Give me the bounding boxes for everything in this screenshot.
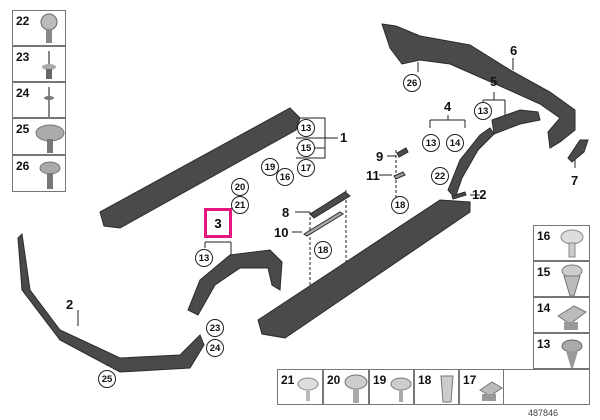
expansion-rivet-icon [561, 264, 583, 297]
callout-16[interactable]: 16 [276, 168, 294, 186]
rivet-icon [44, 87, 54, 117]
callout-26[interactable]: 26 [403, 74, 421, 92]
legend-item-15[interactable]: 15 [533, 261, 590, 297]
legend-arrow-cell [504, 369, 590, 405]
part-label-1[interactable]: 1 [340, 130, 348, 145]
legend-item-22[interactable]: 22 [12, 10, 66, 46]
clip-9 [396, 147, 409, 158]
legend-item-23[interactable]: 23 [12, 46, 66, 82]
bolt-washer-icon [42, 51, 56, 79]
legend-item-26[interactable]: 26 [12, 155, 66, 192]
clip-icon [440, 375, 454, 403]
legend-number: 15 [537, 265, 551, 279]
legend-number: 14 [537, 301, 551, 315]
clip-nut-icon [557, 305, 587, 330]
legend-number: 17 [463, 373, 477, 387]
side-skirt-lower [257, 199, 471, 339]
legend-number: 18 [418, 373, 432, 387]
callout-15[interactable]: 15 [297, 139, 315, 157]
legend-number: 23 [16, 50, 30, 64]
callout-21[interactable]: 21 [231, 196, 249, 214]
rear-arch-5 [491, 109, 541, 135]
part-label-12[interactable]: 12 [472, 187, 487, 202]
clip-nut-icon [479, 381, 503, 401]
clip-icon [560, 229, 584, 258]
callout-25[interactable]: 25 [98, 370, 116, 388]
legend-number: 22 [16, 14, 30, 28]
bracket-7 [567, 139, 589, 163]
part-label-2[interactable]: 2 [66, 297, 74, 312]
callout-17[interactable]: 17 [297, 159, 315, 177]
legend-item-14[interactable]: 14 [533, 297, 590, 333]
legend-item-20[interactable]: 20 [323, 369, 369, 405]
part-label-3-highlighted[interactable]: 3 [204, 208, 232, 238]
callout-24[interactable]: 24 [206, 339, 224, 357]
callout-20[interactable]: 20 [231, 178, 249, 196]
leader-lines [77, 58, 576, 366]
callout-13[interactable]: 13 [474, 102, 492, 120]
strip-10 [303, 211, 344, 237]
wide-screw-icon [35, 124, 65, 153]
callout-22[interactable]: 22 [431, 167, 449, 185]
screw-icon [344, 374, 368, 403]
legend-item-19[interactable]: 19 [369, 369, 414, 405]
callout-18[interactable]: 18 [314, 241, 332, 259]
legend-number: 21 [281, 373, 295, 387]
part-label-7[interactable]: 7 [571, 173, 579, 188]
legend-number: 26 [16, 159, 30, 173]
part-label-11[interactable]: 11 [366, 168, 380, 183]
legend-item-21[interactable]: 21 [277, 369, 323, 405]
legend-number: 24 [16, 86, 30, 100]
screw-icon [390, 377, 412, 402]
side-skirt-upper [99, 107, 301, 229]
callout-23[interactable]: 23 [206, 319, 224, 337]
callout-14[interactable]: 14 [446, 134, 464, 152]
part-label-9[interactable]: 9 [376, 149, 384, 164]
screw-washer-icon [39, 161, 61, 189]
legend-number: 25 [16, 122, 30, 136]
parts [17, 23, 589, 373]
trim-strip-8 [309, 191, 351, 219]
clip-11 [393, 171, 406, 180]
front-wheel-arch [187, 249, 283, 316]
legend-item-13[interactable]: 13 [533, 333, 590, 369]
legend-item-18[interactable]: 18 [414, 369, 459, 405]
part-label-5[interactable]: 5 [490, 74, 498, 89]
callout-13[interactable]: 13 [297, 119, 315, 137]
legend-item-16[interactable]: 16 [533, 225, 590, 261]
front-spoiler [17, 232, 205, 373]
screw-icon [40, 13, 58, 43]
callout-18[interactable]: 18 [391, 196, 409, 214]
clip-icon [297, 377, 319, 401]
callout-13[interactable]: 13 [195, 249, 213, 267]
piece-12 [451, 191, 467, 200]
legend-item-17[interactable]: 17 [459, 369, 504, 405]
rear-bumper [381, 23, 576, 149]
legend-number: 19 [373, 373, 387, 387]
reference-number: 487846 [528, 408, 559, 418]
legend-item-24[interactable]: 24 [12, 82, 66, 118]
part-label-10[interactable]: 10 [274, 225, 289, 240]
part-label-6[interactable]: 6 [510, 43, 518, 58]
legend-number: 13 [537, 337, 551, 351]
push-rivet-icon [561, 339, 583, 368]
legend-number: 16 [537, 229, 551, 243]
legend-item-25[interactable]: 25 [12, 118, 66, 155]
legend-number: 20 [327, 373, 341, 387]
part-label-4[interactable]: 4 [444, 99, 452, 114]
callout-13[interactable]: 13 [422, 134, 440, 152]
part-label-8[interactable]: 8 [282, 205, 290, 220]
callout-19[interactable]: 19 [261, 158, 279, 176]
